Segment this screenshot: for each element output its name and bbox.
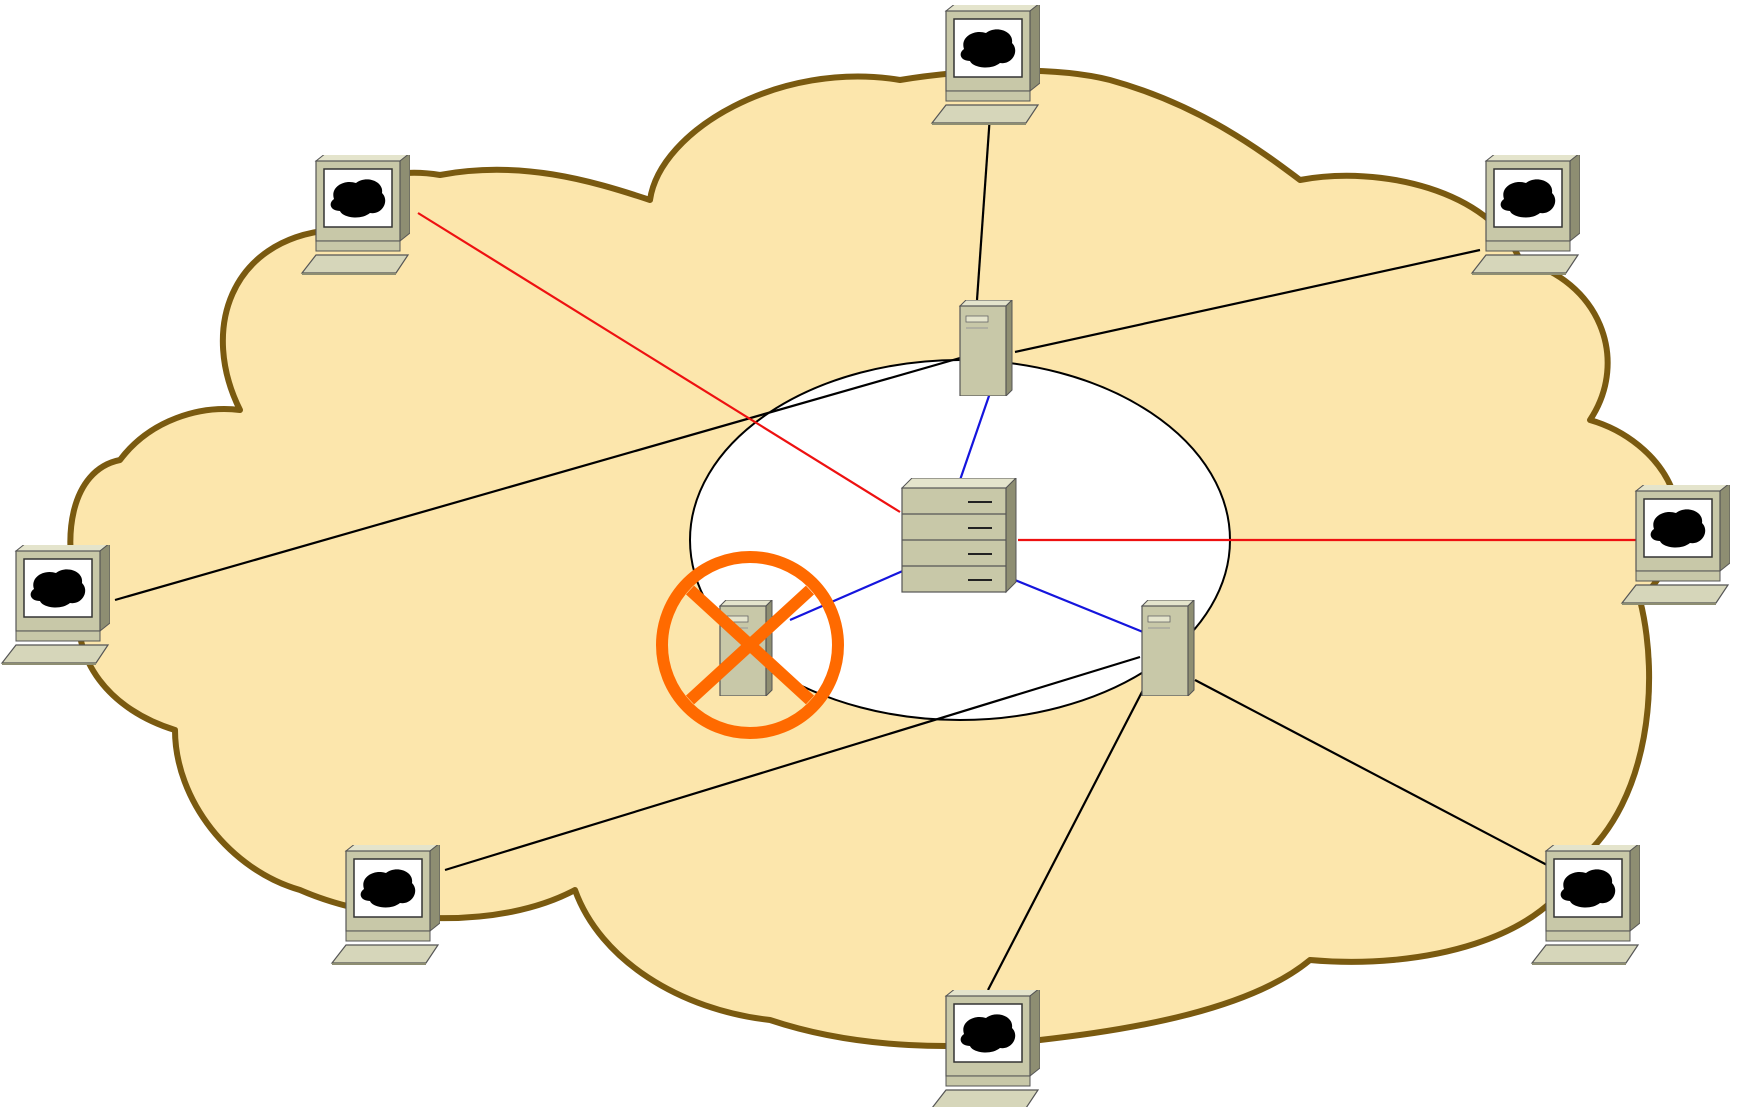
link-main-server-to-failed-server	[789, 568, 906, 622]
client-top-right-computer-icon[interactable]	[1471, 153, 1580, 277]
client-top-left-computer-icon[interactable]	[301, 153, 410, 277]
link-bottomleft-client-to-right-server	[444, 655, 1141, 872]
link-top-client-to-top-server	[975, 114, 992, 301]
link-bottomright-client-to-right-server	[1194, 679, 1548, 866]
client-bottom-right-computer-icon[interactable]	[1531, 843, 1640, 967]
failed-node-icon	[656, 551, 844, 739]
main-server-icon[interactable]	[901, 478, 1017, 593]
client-right-computer-icon[interactable]	[1621, 483, 1730, 607]
client-bottom-computer-icon[interactable]	[931, 988, 1040, 1107]
network-links	[114, 114, 1680, 991]
link-topright-client-to-top-server	[1014, 248, 1481, 354]
top-server-icon[interactable]	[959, 300, 1013, 396]
client-bottom-left-computer-icon[interactable]	[331, 843, 440, 967]
right-server-icon[interactable]	[1141, 600, 1195, 696]
client-left-computer-icon[interactable]	[1, 543, 110, 667]
link-bottom-client-to-right-server	[987, 689, 1144, 991]
link-main-server-to-top-server	[958, 392, 992, 481]
client-top-computer-icon[interactable]	[931, 3, 1040, 127]
link-topleft-client-to-main-server	[417, 212, 901, 513]
link-left-client-to-top-server	[114, 356, 961, 602]
link-main-server-to-right-server	[1014, 578, 1144, 634]
